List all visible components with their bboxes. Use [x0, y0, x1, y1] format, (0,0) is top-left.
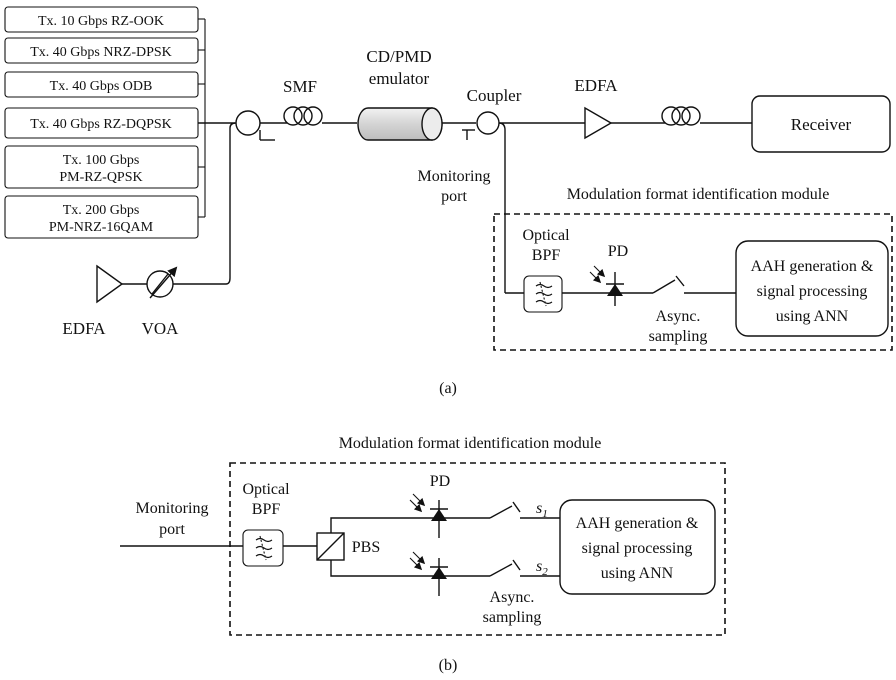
aah-label-b3: using ANN — [601, 565, 674, 582]
module-title-a: Modulation format identification module — [567, 186, 830, 203]
aah-label-b1: AAH generation & — [576, 515, 699, 532]
transmitter-box-1: Tx. 10 Gbps RZ-OOK — [4, 6, 199, 33]
tx-label-6a: Tx. 200 Gbps — [63, 203, 140, 218]
emulator-label-1: CD/PMD — [366, 47, 431, 66]
transmitter-box-2: Tx. 40 Gbps NRZ-DPSK — [4, 37, 199, 64]
monitoring-port-label-1: Monitoring — [418, 168, 491, 185]
tx-label-3: Tx. 40 Gbps ODB — [50, 79, 153, 94]
async-label-b2: sampling — [483, 609, 542, 626]
transmitter-box-6: Tx. 200 Gbps PM-NRZ-16QAM — [4, 195, 199, 239]
monitoring-port-label-b2: port — [159, 521, 185, 538]
optical-bpf-icon-b — [242, 529, 284, 567]
optical-bpf-icon-a — [523, 275, 563, 313]
transmitter-bus — [198, 18, 206, 218]
fiber-pbs-lower — [330, 560, 425, 577]
pd-label-b: PD — [430, 473, 450, 490]
photodiode-icon-b2 — [409, 551, 452, 596]
optical-bpf-label-b1: Optical — [242, 481, 290, 498]
s1-label: s1 — [536, 500, 548, 520]
photodiode-icon-b1 — [409, 493, 452, 538]
diagram-b: Modulation format identification module … — [120, 435, 726, 674]
tx-label-6b: PM-NRZ-16QAM — [49, 220, 154, 235]
tap-coupler-icon — [462, 111, 506, 293]
aah-label-b2: signal processing — [582, 540, 693, 557]
voa-label: VOA — [142, 319, 180, 338]
pbs-icon — [316, 532, 345, 561]
edfa-right-label: EDFA — [574, 76, 618, 95]
tx-label-1: Tx. 10 Gbps RZ-OOK — [38, 14, 164, 29]
monitoring-port-label-b1: Monitoring — [136, 500, 209, 517]
optical-bpf-label-a1: Optical — [522, 227, 570, 244]
optical-bpf-label-b2: BPF — [252, 501, 281, 518]
aah-processing-box-b: AAH generation & signal processing using… — [559, 499, 716, 595]
pd-label-a: PD — [608, 243, 628, 260]
transmitter-box-4: Tx. 40 Gbps RZ-DQPSK — [4, 107, 199, 139]
transmitter-box-5: Tx. 100 Gbps PM-RZ-QPSK — [4, 145, 199, 189]
tx-label-4: Tx. 40 Gbps RZ-DQPSK — [30, 117, 172, 132]
edfa-amplifier-icon — [584, 106, 613, 140]
receiver-box: Receiver — [751, 95, 891, 153]
caption-a: (a) — [439, 380, 457, 397]
tx-label-5a: Tx. 100 Gbps — [63, 153, 140, 168]
photodiode-icon-a — [589, 265, 625, 306]
aah-label-a2: signal processing — [757, 283, 868, 300]
caption-b: (b) — [439, 657, 458, 674]
aah-label-a1: AAH generation & — [751, 258, 874, 275]
diagram-a: Tx. 10 Gbps RZ-OOK Tx. 40 Gbps NRZ-DPSK … — [4, 6, 893, 397]
async-label-a2: sampling — [649, 328, 708, 345]
async-label-b1: Async. — [490, 589, 535, 606]
voa-icon — [146, 266, 178, 299]
receiver-label: Receiver — [791, 115, 852, 134]
aah-processing-box-a: AAH generation & signal processing using… — [735, 240, 889, 337]
sampling-switch-icon-a — [652, 275, 685, 294]
edfa-left-icon — [96, 264, 124, 304]
fiber-coil-icon — [661, 106, 701, 126]
combiner-coupler-icon — [229, 110, 275, 240]
aah-label-a3: using ANN — [776, 308, 849, 325]
tx-label-2: Tx. 40 Gbps NRZ-DPSK — [30, 45, 172, 60]
fiber-voa-to-combiner — [173, 240, 231, 285]
module-title-b: Modulation format identification module — [339, 435, 602, 452]
sampling-switch-icon-b2 — [489, 559, 521, 577]
pbs-label: PBS — [352, 539, 380, 556]
tx-label-5b: PM-RZ-QPSK — [59, 170, 142, 185]
monitoring-port-label-2: port — [441, 188, 467, 205]
edfa-left-label: EDFA — [62, 319, 106, 338]
cd-pmd-emulator-icon — [357, 107, 443, 141]
emulator-label-2: emulator — [369, 69, 430, 88]
smf-coil-icon — [283, 106, 323, 126]
smf-label: SMF — [283, 77, 317, 96]
coupler-label: Coupler — [467, 86, 522, 105]
module-box-b — [229, 462, 726, 636]
module-box-a — [493, 213, 893, 351]
transmitter-box-3: Tx. 40 Gbps ODB — [4, 71, 199, 98]
s2-label: s2 — [536, 558, 548, 578]
sampling-switch-icon-b1 — [489, 501, 521, 519]
async-label-a1: Async. — [656, 308, 701, 325]
fiber-pbs-upper — [330, 517, 425, 533]
optical-bpf-label-a2: BPF — [532, 247, 561, 264]
